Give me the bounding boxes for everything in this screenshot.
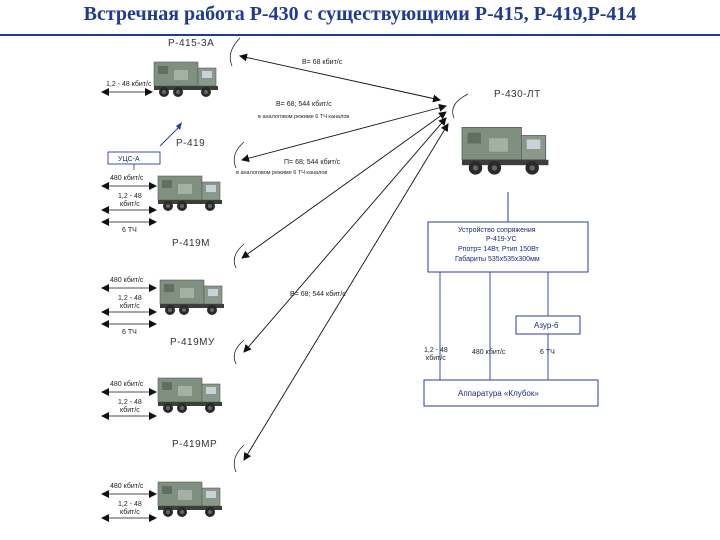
uts-a-label: УЦС-А xyxy=(118,156,140,163)
klubok-box xyxy=(423,379,599,407)
page-title: Встречная работа Р-430 с существующими Р… xyxy=(83,3,637,25)
truck-r419mu-image xyxy=(157,377,223,414)
station-label-r419mr: Р-419МР xyxy=(172,439,217,450)
rate-label-r415: 1,2 - 48 кбит/с xyxy=(106,80,152,88)
truck-r415-image xyxy=(153,61,219,98)
rate-label-mr-12b: кбит/с xyxy=(120,508,140,516)
rate-label-m-tch: 6 ТЧ xyxy=(122,329,137,336)
link-note-l3: в аналоговом режиме 6 ТЧ каналов xyxy=(236,170,327,176)
rate-label-m-12b: кбит/с xyxy=(120,302,140,310)
link-line-r415 xyxy=(239,53,441,103)
truck-r419m-image xyxy=(159,279,225,316)
truck-r419mr-image xyxy=(157,481,223,518)
rate-label-mu-12: 1,2 - 48 xyxy=(118,399,142,406)
link-note-l2: в аналоговом режиме 6 ТЧ каналов xyxy=(258,114,349,120)
link-label-l4: В= 68; 544 кбит/с xyxy=(290,290,346,298)
link-label-l1: В= 68 кбит/с xyxy=(302,58,343,66)
device-line2: Р-419-УС xyxy=(486,236,517,243)
station-label-r419mu: Р-419МУ xyxy=(170,337,215,348)
rate-label-mr-12: 1,2 - 48 xyxy=(118,501,142,508)
rate-label-r419-480: 480 кбит/с xyxy=(110,174,144,182)
truck-r419-image xyxy=(157,175,223,212)
antenna-arc-r419 xyxy=(233,141,245,169)
truck-r430-image xyxy=(461,126,550,176)
antenna-arc-r419mu xyxy=(233,339,245,365)
rate-label-r419-12b: кбит/с xyxy=(120,200,140,208)
klubok-rate-a2: кбит/с xyxy=(426,354,446,362)
device-line4: Габариты 535х535х300мм xyxy=(455,255,540,263)
rate-label-m-480: 480 кбит/с xyxy=(110,276,144,284)
uts-a-arrowhead xyxy=(176,122,182,130)
link-label-l3: П= 68; 544 кбит/с xyxy=(284,158,341,166)
antenna-arc-r430 xyxy=(452,93,469,119)
klubok-rate-c: 6 ТЧ xyxy=(540,349,555,356)
station-label-r419m: Р-419М xyxy=(172,238,210,249)
device-line1: Устройство сопряжения xyxy=(458,226,536,234)
link-line-r419mr xyxy=(243,123,449,461)
station-label-r415: Р-415-3А xyxy=(168,38,214,49)
link-label-l2: В= 68; 544 кбит/с xyxy=(276,100,332,108)
rate-label-mr-480: 480 кбит/с xyxy=(110,482,144,490)
title-bar: Встречная работа Р-430 с существующими Р… xyxy=(0,0,720,36)
antenna-arc-r419mr xyxy=(233,444,245,473)
device-box xyxy=(427,221,589,273)
rate-label-m-12: 1,2 - 48 xyxy=(118,295,142,302)
klubok-rate-a: 1,2 - 48 xyxy=(424,347,448,354)
azur-label: Азур-6 xyxy=(534,321,559,330)
klubok-rate-b: 480 кбит/с xyxy=(472,348,506,356)
uts-a-link xyxy=(159,125,181,147)
rate-label-mu-480: 480 кбит/с xyxy=(110,380,144,388)
rate-label-r419-tch: 6 ТЧ xyxy=(122,227,137,234)
device-line3: Рпотр= 14Вт, Ртип 150Вт xyxy=(458,246,540,253)
rate-label-mu-12b: кбит/с xyxy=(120,406,140,414)
antenna-arc-r419m xyxy=(233,243,245,269)
rate-label-r419-12: 1,2 - 48 xyxy=(118,193,142,200)
antenna-arc-r415 xyxy=(229,37,241,67)
station-label-r430: Р-430-ЛТ xyxy=(494,89,541,100)
klubok-label: Аппаратура «Клубок» xyxy=(458,389,539,398)
station-label-r419: Р-419 xyxy=(176,138,205,149)
